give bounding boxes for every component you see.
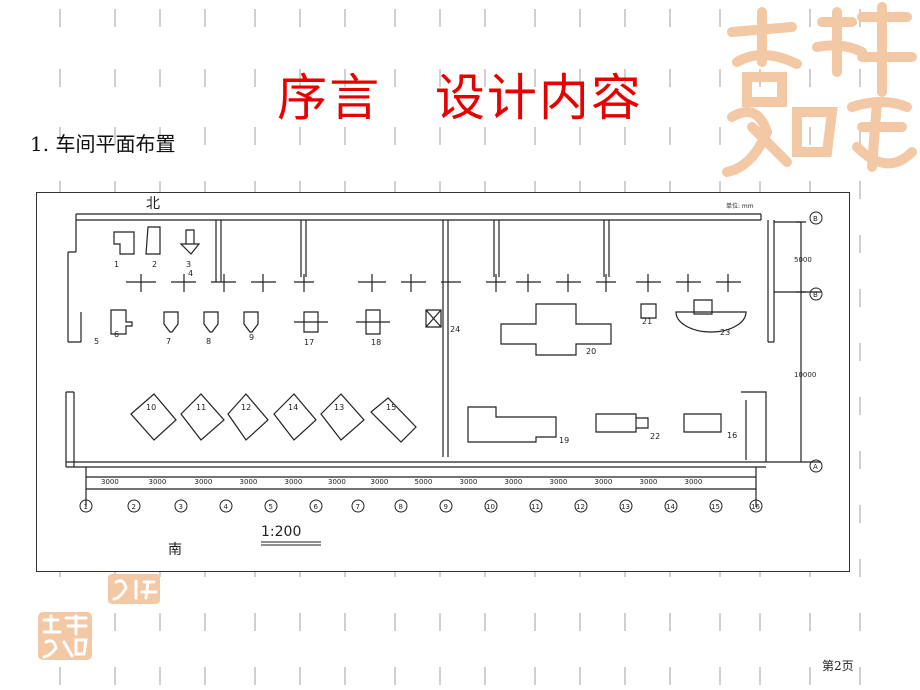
equipment-label: 5	[94, 337, 99, 346]
axis-number: 9	[444, 503, 448, 511]
equipment-label: 8	[206, 337, 211, 346]
bay-dimension: 3000	[460, 478, 478, 486]
bay-dimension: 5000	[415, 478, 433, 486]
axis-letter: B	[813, 215, 818, 223]
slide-subtitle: 1. 车间平面布置	[30, 132, 176, 156]
axis-number: 2	[132, 503, 136, 511]
equipment-label: 21	[642, 317, 652, 326]
axis-number: 6	[314, 503, 319, 511]
axis-circle	[264, 499, 278, 513]
axis-circle	[664, 499, 678, 513]
axis-letter-circle	[809, 211, 823, 225]
unit-note: 单位: mm	[726, 202, 754, 210]
axis-circle	[394, 499, 408, 513]
scale-label: 1:200	[261, 524, 301, 540]
slide-title: 序言 设计内容	[277, 69, 643, 127]
equipment-label: 16	[727, 431, 737, 440]
equipment-label: 10	[146, 403, 156, 412]
bay-dimension: 3000	[550, 478, 568, 486]
axis-circle	[709, 499, 723, 513]
axis-number: 16	[751, 503, 760, 511]
north-label: 北	[146, 196, 160, 212]
axis-circle	[529, 499, 543, 513]
decorative-seal-small	[108, 574, 160, 604]
axis-circle	[484, 499, 498, 513]
axis-letter-circle	[809, 459, 823, 473]
south-label: 南	[168, 542, 182, 558]
equipment-label: 9	[249, 333, 254, 342]
axis-circle	[574, 499, 588, 513]
bay-dimension: 3000	[195, 478, 213, 486]
decorative-seal-small-2	[38, 612, 92, 660]
axis-number: 12	[576, 503, 585, 511]
equipment-label: 19	[559, 436, 569, 445]
axis-number: 14	[666, 503, 675, 511]
equipment-label: 18	[371, 338, 381, 347]
equipment-label: 24	[450, 325, 460, 334]
equipment-label: 4	[188, 269, 193, 278]
axis-circle	[749, 499, 763, 513]
equipment-label: 6	[114, 330, 119, 339]
bay-dimension: 3000	[328, 478, 346, 486]
axis-number: 1	[84, 503, 88, 511]
bay-dimension: 3000	[595, 478, 613, 486]
bay-dimension: 3000	[101, 478, 119, 486]
equipment-label: 20	[586, 347, 596, 356]
equipment-label: 7	[166, 337, 171, 346]
axis-circle	[619, 499, 633, 513]
page-number: 第2页	[822, 659, 854, 673]
axis-circle	[219, 499, 233, 513]
bay-dimension: 3000	[505, 478, 523, 486]
axis-circle	[309, 499, 323, 513]
equipment-label: 15	[386, 403, 396, 412]
axis-circle	[351, 499, 365, 513]
equipment-label: 2	[152, 260, 157, 269]
axis-circle	[174, 499, 188, 513]
equipment-label: 23	[720, 328, 730, 337]
equipment-label: 11	[196, 403, 206, 412]
axis-number: 11	[531, 503, 540, 511]
bay-dimension: 3000	[285, 478, 303, 486]
axis-number: 8	[399, 503, 403, 511]
equipment-label: 3	[186, 260, 191, 269]
axis-circle	[79, 499, 93, 513]
bay-dimension: 3000	[149, 478, 167, 486]
axis-number: 15	[711, 503, 720, 511]
bay-dimension: 3000	[640, 478, 658, 486]
equipment-label: 17	[304, 338, 314, 347]
axis-number: 7	[356, 503, 360, 511]
equipment-label: 1	[114, 260, 119, 269]
bay-dimension: 3000	[240, 478, 258, 486]
axis-number: 4	[224, 503, 229, 511]
bay-dimension: 3000	[685, 478, 703, 486]
axis-number: 13	[621, 503, 630, 511]
axis-number: 10	[486, 503, 495, 511]
right-dimension: 5000	[794, 256, 812, 264]
axis-letter: A	[813, 463, 818, 471]
equipment-label: 14	[288, 403, 298, 412]
axis-letter-circle	[809, 287, 823, 301]
equipment-label: 13	[334, 403, 344, 412]
equipment-label: 22	[650, 432, 660, 441]
axis-circle	[439, 499, 453, 513]
right-dimension: 10000	[794, 371, 816, 379]
axis-letter: B	[813, 291, 818, 299]
axis-number: 5	[269, 503, 273, 511]
decorative-seal-large	[722, 2, 917, 177]
axis-number: 3	[179, 503, 183, 511]
axis-circle	[127, 499, 141, 513]
equipment-label: 12	[241, 403, 251, 412]
bay-dimension: 3000	[371, 478, 389, 486]
